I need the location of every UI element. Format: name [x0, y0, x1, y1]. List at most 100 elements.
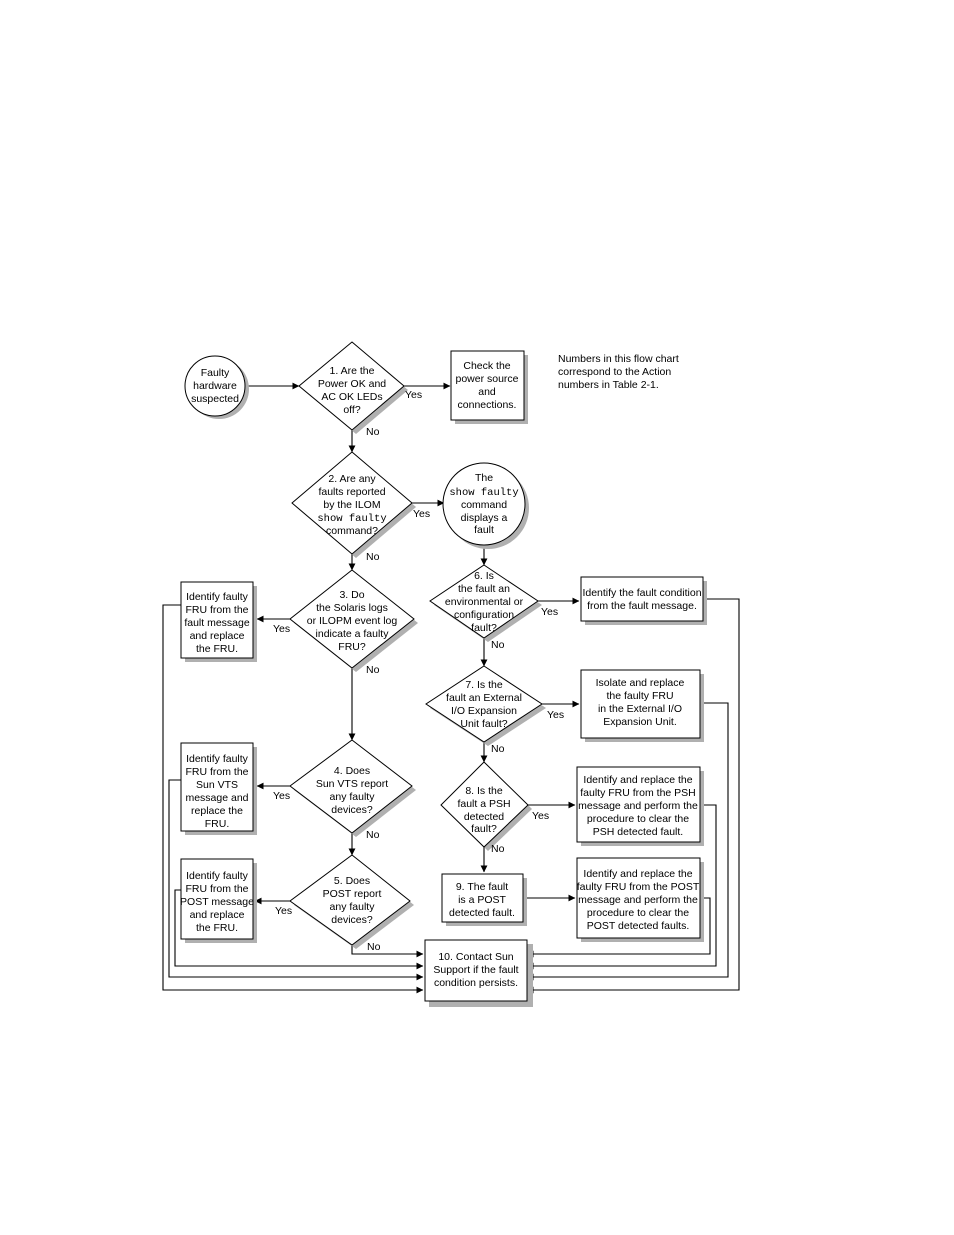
d6-yes-label: Yes — [541, 606, 558, 618]
d7-line: fault an External — [446, 692, 522, 704]
d2-line: 2. Are any — [328, 473, 376, 485]
psh-fix-line: message and perform the — [578, 800, 698, 812]
start-line: hardware — [193, 380, 237, 392]
d3-yes-label: Yes — [273, 623, 290, 635]
post-fix-line: Identify and replace the — [583, 868, 692, 880]
id-condition-line: from the fault message. — [587, 600, 697, 612]
d1-line: AC OK LEDs — [321, 391, 382, 403]
id-fru-vts-line: FRU from the — [185, 766, 248, 778]
note-line: numbers in Table 2-1. — [558, 379, 659, 391]
d8-yes-label: Yes — [532, 810, 549, 822]
d3-no-label: No — [366, 664, 380, 676]
id-fru-post-line: and replace — [190, 909, 245, 921]
b9-line: 9. The fault — [456, 881, 508, 893]
psh-fix-line: Identify and replace the — [583, 774, 692, 786]
d2-yes-label: Yes — [413, 508, 430, 520]
decision-8: 8. Is the fault a PSH detected fault? — [440, 761, 532, 851]
id-condition-box: Identify the fault condition from the fa… — [580, 576, 707, 625]
d2-line: command? — [326, 525, 378, 537]
d3-line: 3. Do — [339, 589, 364, 601]
start-line: suspected — [191, 393, 239, 405]
id-condition-line: Identify the fault condition — [582, 587, 701, 599]
arrow-d5-no — [351, 945, 424, 958]
note-line: Numbers in this flow chart — [558, 353, 679, 365]
d8-line: detected — [464, 811, 504, 823]
id-fru-vts-line: Identify faulty — [186, 753, 249, 765]
show-faulty-line: fault — [474, 524, 494, 536]
d1-no-label: No — [366, 426, 380, 438]
show-faulty-line: command — [461, 499, 507, 511]
connectors — [162, 382, 740, 994]
show-faulty-line: The — [475, 472, 493, 484]
decision-6: 6. Is the fault an environmental or conf… — [429, 564, 542, 642]
d7-line: I/O Expansion — [451, 705, 517, 717]
check-power-line: and — [478, 386, 496, 398]
show-faulty-line: displays a — [461, 512, 508, 524]
isolate-box: Isolate and replace the faulty FRU in th… — [580, 669, 704, 742]
d6-line: environmental or — [445, 596, 524, 608]
d2-no-label: No — [366, 551, 380, 563]
show-faulty-line: show faulty — [449, 487, 518, 499]
post-fix-line: message and perform the — [578, 894, 698, 906]
d7-yes-label: Yes — [547, 709, 564, 721]
post-fix-line: faulty FRU from the POST — [577, 881, 700, 893]
box-9: 9. The fault is a POST detected fault. — [441, 873, 527, 926]
d5-yes-label: Yes — [275, 905, 292, 917]
d4-line: 4. Does — [334, 765, 370, 777]
d2-line: faults reported — [318, 486, 385, 498]
d1-line: Power OK and — [318, 378, 386, 390]
psh-fix-box: Identify and replace the faulty FRU from… — [576, 766, 704, 846]
d8-line: fault? — [471, 823, 497, 835]
decision-1: 1. Are the Power OK and AC OK LEDs off? — [298, 341, 408, 434]
decision-3: 3. Do the Solaris logs or ILOPM event lo… — [289, 569, 418, 672]
isolate-line: Expansion Unit. — [603, 716, 677, 728]
d5-line: 5. Does — [334, 875, 370, 887]
decision-2: 2. Are any faults reported by the ILOM s… — [291, 451, 416, 558]
id-fru-fault-line: Identify faulty — [186, 591, 249, 603]
d6-line: fault? — [471, 622, 497, 634]
start-line: Faulty — [201, 367, 230, 379]
id-fru-post-line: POST message — [180, 896, 254, 908]
note: Numbers in this flow chart correspond to… — [558, 353, 679, 391]
d5-line: any faulty — [330, 901, 376, 913]
id-fru-post-line: the FRU. — [196, 922, 238, 934]
id-fru-vts-line: Sun VTS — [196, 779, 238, 791]
note-line: correspond to the Action — [558, 366, 671, 378]
d7-line: Unit fault? — [460, 718, 507, 730]
isolate-line: the faulty FRU — [606, 690, 673, 702]
arrow-vts-fru-to-b10 — [168, 779, 424, 981]
d6-line: 6. Is — [474, 570, 494, 582]
d5-line: POST report — [323, 888, 382, 900]
d4-no-label: No — [366, 829, 380, 841]
d6-no-label: No — [491, 639, 505, 651]
id-fru-vts-box: Identify faulty FRU from the Sun VTS mes… — [180, 742, 257, 835]
d4-yes-label: Yes — [273, 790, 290, 802]
isolate-line: in the External I/O — [598, 703, 682, 715]
psh-fix-line: PSH detected fault. — [593, 826, 683, 838]
d8-line: 8. Is the — [465, 785, 503, 797]
b9-line: is a POST — [458, 894, 506, 906]
d7-line: 7. Is the — [465, 679, 503, 691]
start-node: Faulty hardware suspected — [184, 355, 249, 419]
id-fru-vts-line: message and — [185, 792, 248, 804]
arrow-isolate-to-b10 — [526, 702, 729, 981]
arrow-pshfix-to-b10 — [526, 804, 717, 970]
decision-7: 7. Is the fault an External I/O Expansio… — [425, 665, 546, 746]
d7-no-label: No — [491, 743, 505, 755]
psh-fix-line: procedure to clear the — [587, 813, 689, 825]
id-fru-fault-box: Identify faulty FRU from the fault messa… — [180, 581, 257, 662]
decision-4: 4. Does Sun VTS report any faulty device… — [289, 739, 416, 837]
d1-line: off? — [343, 404, 360, 416]
id-fru-vts-line: FRU. — [205, 818, 230, 830]
id-fru-post-line: FRU from the — [185, 883, 248, 895]
d8-line: fault a PSH — [457, 798, 510, 810]
d4-line: devices? — [331, 804, 373, 816]
d4-line: any faulty — [330, 791, 376, 803]
d3-line: FRU? — [338, 641, 366, 653]
d3-line: or ILOPM event log — [307, 615, 398, 627]
id-fru-vts-line: replace the — [191, 805, 243, 817]
id-fru-fault-line: the FRU. — [196, 643, 238, 655]
d8-no-label: No — [491, 843, 505, 855]
post-fix-line: procedure to clear the — [587, 907, 689, 919]
